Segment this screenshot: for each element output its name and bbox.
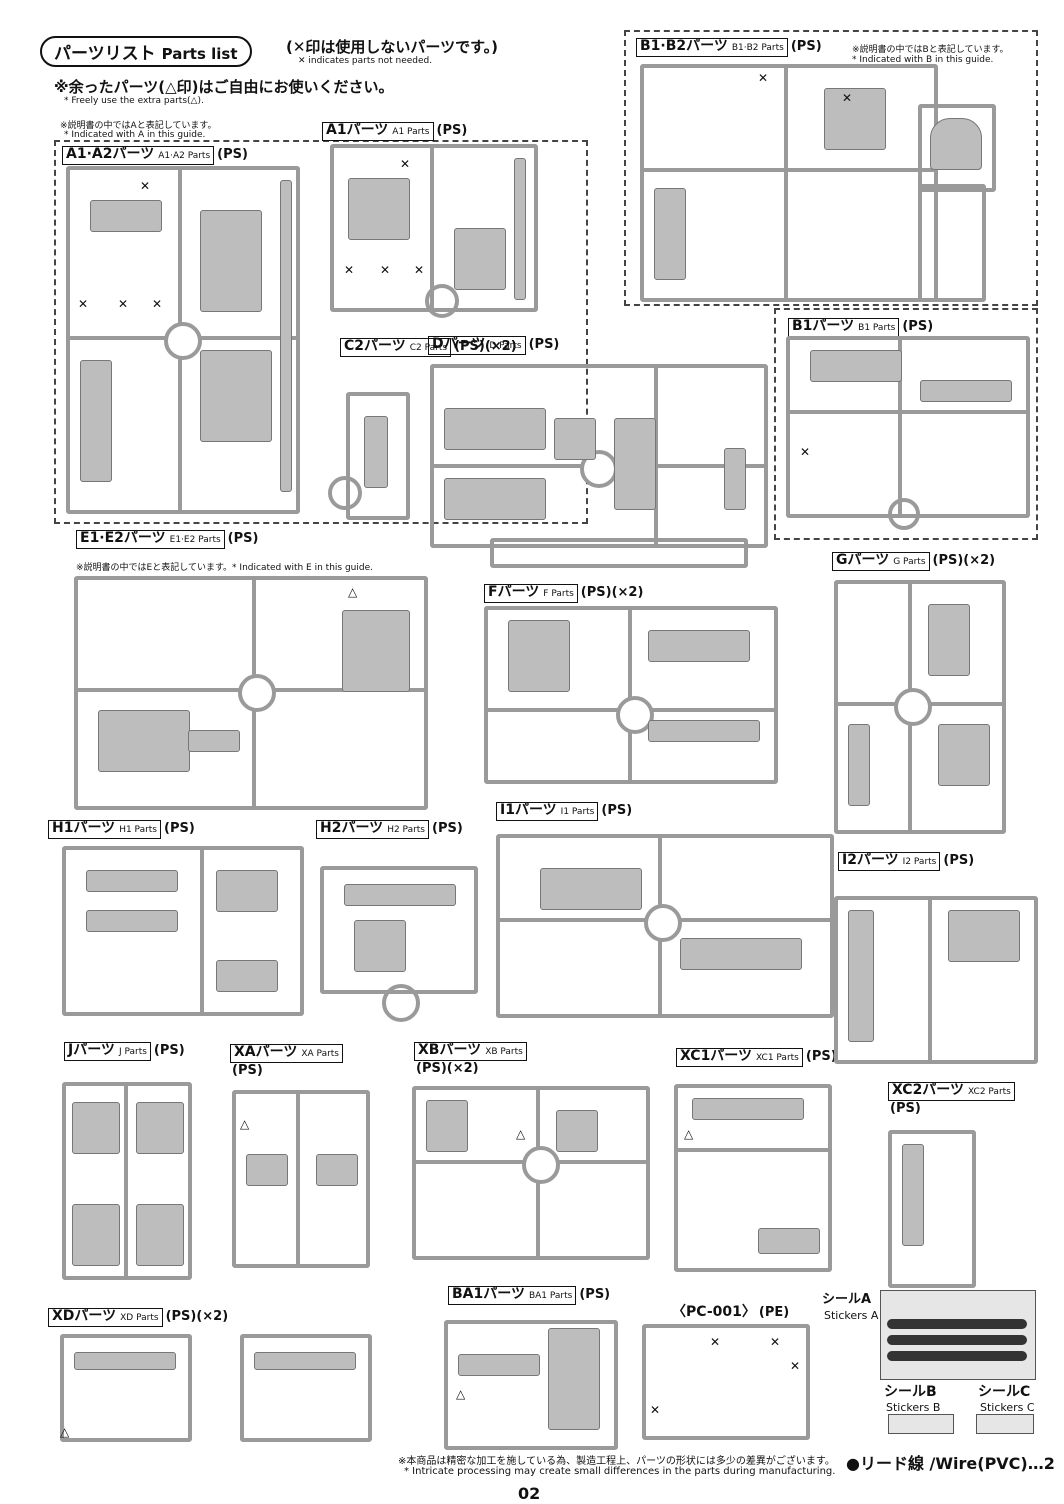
a-note-en: * Indicated with A in this guide. [64, 130, 206, 140]
runner-h1 [62, 846, 304, 1016]
cross-mark: ✕ [710, 1335, 721, 1349]
runner-xd-2 [240, 1334, 372, 1442]
cross-mark: ✕ [758, 71, 769, 85]
runner-a1a2 [66, 166, 300, 514]
triangle-mark: △ [60, 1425, 70, 1439]
triangle-mark: △ [516, 1127, 526, 1141]
runner-b1b2 [640, 64, 938, 302]
runner-xa [232, 1090, 370, 1268]
cross-mark: ✕ [400, 157, 411, 171]
wire-label: ●リード線 /Wire(PVC)…2 [846, 1454, 1055, 1473]
page-number: 02 [518, 1484, 541, 1503]
runner-b1-gate [888, 498, 920, 530]
e-note: ※説明書の中ではEと表記しています。* Indicated with E in … [76, 563, 373, 573]
cross-mark: ✕ [790, 1359, 801, 1373]
runner-a1-gate [425, 284, 459, 318]
b-note-en: * Indicated with B in this guide. [852, 55, 994, 65]
runner-i2 [834, 896, 1038, 1064]
b1b2-group-frame [624, 30, 1038, 306]
runner-ba1 [444, 1320, 618, 1450]
runner-c2-gate [328, 476, 362, 510]
cross-mark: ✕ [140, 179, 151, 193]
section-label-pc001: 〈PC-001〉(PE) [672, 1304, 790, 1320]
runner-xd-1 [60, 1334, 192, 1442]
sticker-a-sheet [880, 1290, 1036, 1380]
cross-mark: ✕ [414, 263, 425, 277]
cross-mark: ✕ [770, 1335, 781, 1349]
runner-b1b2-head [918, 104, 996, 192]
runner-d [430, 364, 768, 548]
runner-xb [412, 1086, 650, 1260]
triangle-note-en: * Freely use the extra parts(△). [64, 96, 204, 106]
runner-c2 [346, 392, 410, 520]
cross-mark: ✕ [800, 445, 811, 459]
runner-xc1 [674, 1084, 832, 1272]
footer-note-en: * Intricate processing may create small … [404, 1466, 836, 1477]
sticker-c-sheet [976, 1414, 1034, 1434]
cross-mark: ✕ [380, 263, 391, 277]
runner-i1 [496, 834, 834, 1018]
triangle-mark: △ [240, 1117, 250, 1131]
runner-j [62, 1082, 192, 1280]
cross-mark: ✕ [118, 297, 129, 311]
runner-a1 [330, 144, 538, 312]
triangle-mark: △ [348, 585, 358, 599]
cross-mark: ✕ [344, 263, 355, 277]
runner-e1e2 [74, 576, 428, 810]
runner-h2-gate [382, 984, 420, 1022]
runner-f [484, 606, 778, 784]
runner-b1 [786, 336, 1030, 518]
a-note: ※説明書の中ではAと表記しています。 [60, 121, 217, 131]
b1-group-frame [774, 308, 1038, 540]
cross-mark: ✕ [842, 91, 853, 105]
runner-h2 [320, 866, 478, 994]
runner-pc001 [642, 1324, 810, 1440]
triangle-mark: △ [684, 1127, 694, 1141]
a-group-frame [54, 140, 588, 524]
b-note: ※説明書の中ではBと表記しています。 [852, 45, 1009, 55]
sticker-b-sheet [888, 1414, 954, 1434]
cross-mark: ✕ [78, 297, 89, 311]
x-note: (✕印は使用しないパーツです。) [286, 38, 498, 56]
cross-mark: ✕ [152, 297, 163, 311]
runner-b1b2-side [918, 184, 986, 302]
triangle-note: ※余ったパーツ(△印)はご自由にお使いください。 [54, 78, 394, 96]
cross-mark: ✕ [650, 1403, 661, 1417]
runner-xc2 [888, 1130, 976, 1288]
runner-d-bottom [490, 538, 748, 568]
x-note-en: ✕ indicates parts not needed. [298, 56, 433, 66]
footer-note-jp: ※本商品は精密な加工を施している為、製造工程上、パーツの形状には多少の差異がござ… [398, 1456, 835, 1467]
runner-g [834, 580, 1006, 834]
triangle-mark: △ [456, 1387, 466, 1401]
